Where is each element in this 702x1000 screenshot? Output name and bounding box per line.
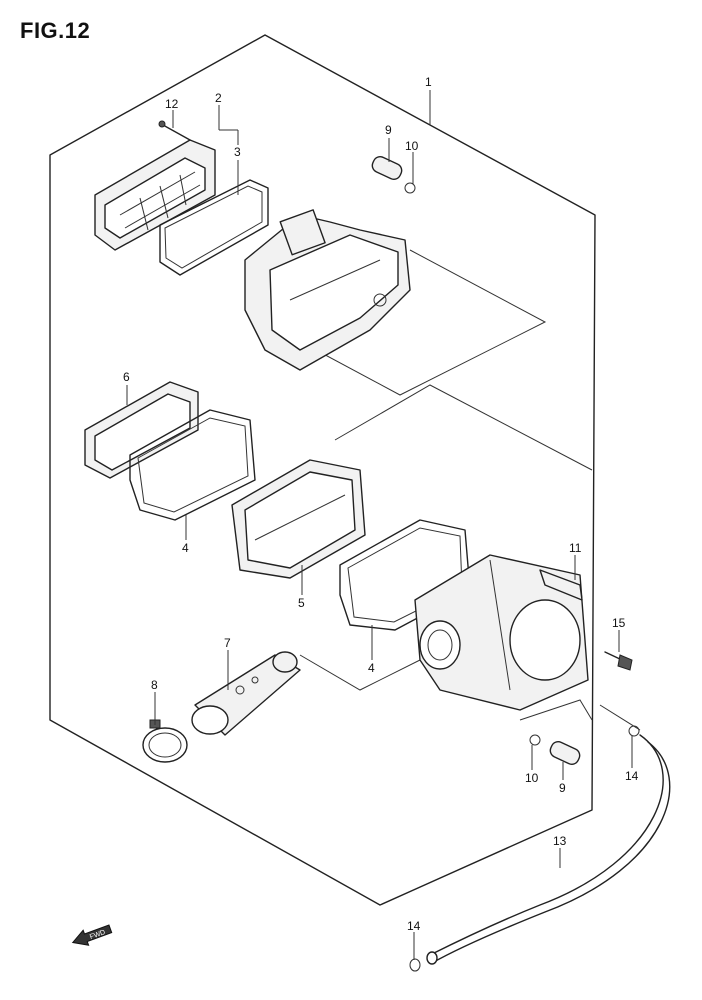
hose-clamp — [142, 719, 188, 763]
element-frame — [231, 459, 366, 579]
callout-12: 12 — [165, 97, 179, 111]
callout-10-upper: 10 — [405, 139, 419, 153]
group-line-lower — [299, 654, 421, 691]
filter-element — [84, 381, 199, 479]
clip-10-lower — [529, 734, 541, 746]
callout-3: 3 — [234, 145, 241, 159]
clip-14-lower — [409, 958, 421, 972]
callout-11: 11 — [569, 541, 582, 555]
callout-15: 15 — [612, 616, 626, 630]
callout-9-upper: 9 — [385, 123, 392, 137]
callout-13: 13 — [553, 834, 567, 848]
drain-hose — [426, 734, 671, 965]
callout-4-left: 4 — [182, 541, 189, 555]
air-cleaner-cover — [94, 139, 216, 251]
group-line-bottom — [519, 699, 593, 721]
plug-9-upper — [371, 156, 403, 180]
figure-title: FIG.12 — [20, 18, 91, 43]
seal-4-left — [129, 409, 256, 521]
plug-9-lower — [549, 741, 581, 765]
callout-10-lower: 10 — [525, 771, 539, 785]
callout-2: 2 — [215, 91, 222, 105]
screw-12 — [158, 120, 191, 141]
breather-11 — [539, 569, 583, 601]
front-arrow-icon: FWD — [71, 924, 113, 946]
callout-1: 1 — [425, 75, 432, 89]
air-cleaner-case — [414, 554, 589, 711]
callout-14-lower: 14 — [407, 919, 421, 933]
group-line-upper — [259, 249, 547, 396]
upper-housing — [244, 209, 411, 371]
callout-7: 7 — [224, 636, 231, 650]
clip-14-upper — [628, 725, 640, 737]
cover-gasket — [159, 179, 269, 276]
group-line-middle — [334, 384, 593, 471]
callout-14-upper: 14 — [625, 769, 639, 783]
clip-10-upper — [404, 182, 416, 194]
leader-lines — [126, 90, 633, 960]
assembly-boundary — [49, 34, 596, 906]
callout-4-right: 4 — [368, 661, 375, 675]
outlet-tube — [191, 651, 301, 736]
front-arrow-label: FWD — [89, 929, 106, 941]
callout-9-lower: 9 — [559, 781, 566, 795]
bolt-15 — [604, 651, 633, 671]
callout-5: 5 — [298, 596, 305, 610]
callout-6: 6 — [123, 370, 130, 384]
callout-8: 8 — [151, 678, 158, 692]
